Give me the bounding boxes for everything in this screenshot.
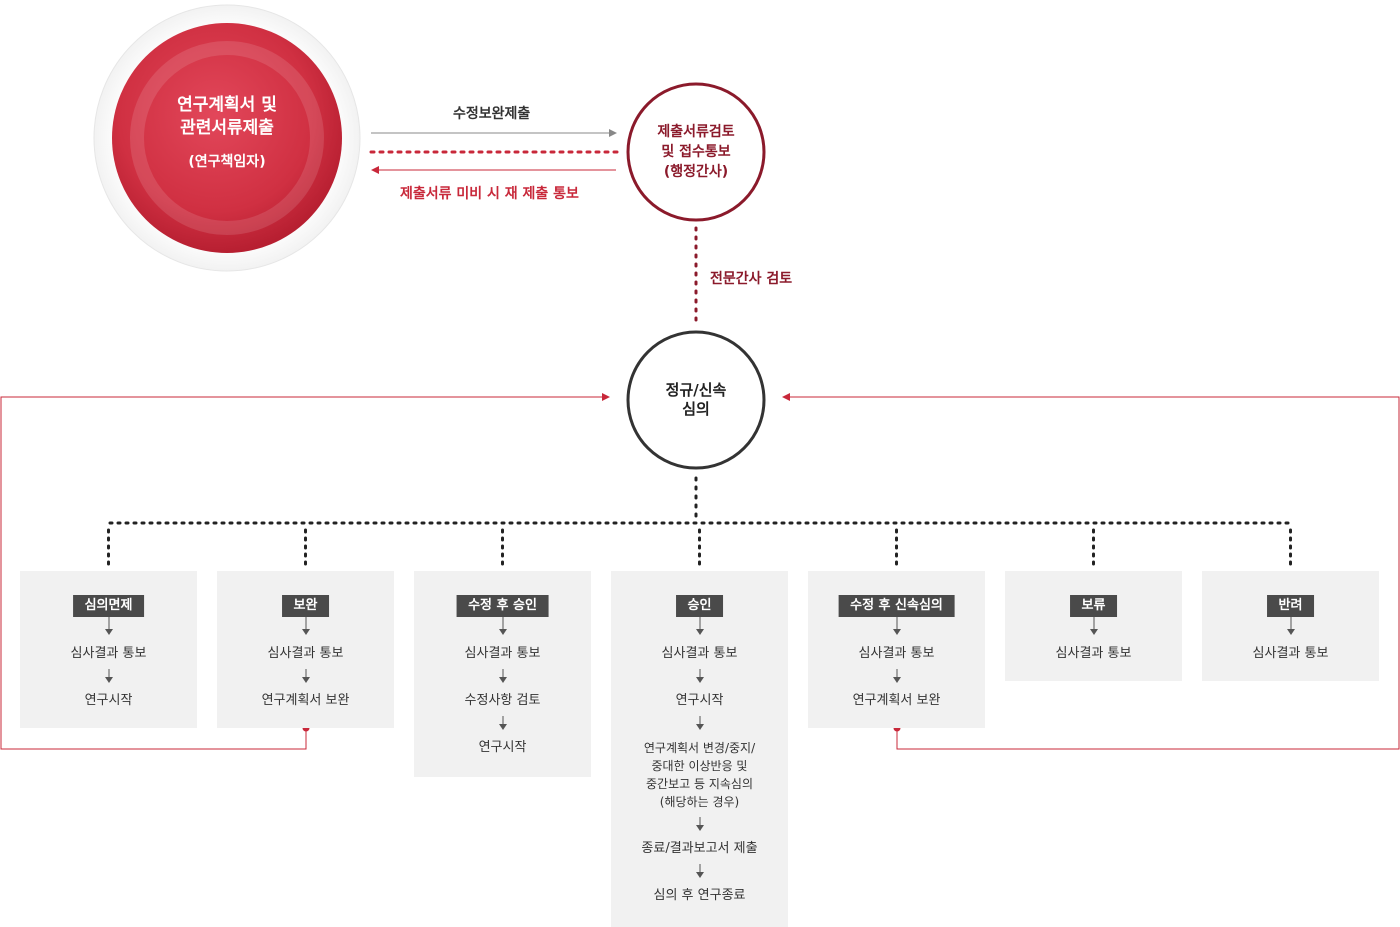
applicant-line2: 관련서류제출 [180, 118, 274, 138]
outcome-step: 심사결과 통보 [414, 645, 591, 663]
outcome-step-line: 심의 후 연구종료 [653, 888, 746, 903]
outcome-step-line: 심사결과 통보 [1252, 646, 1329, 661]
left-feedback-arrowhead [602, 393, 610, 401]
outcome-step-line: 연구계획서 보완 [261, 693, 350, 708]
outcome-step-line: 연구시작 [478, 740, 527, 755]
outcome-step-line: 중대한 이상반응 및 [651, 759, 748, 773]
outcome-title-badge: 수정 후 신속심의 [838, 595, 955, 617]
outcome-step: 종료/결과보고서 제출 [611, 840, 788, 858]
outcome-step: 수정사항 검토 [414, 692, 591, 710]
outcome-step-line: 심사결과 통보 [464, 646, 541, 661]
expert-review-label: 전문간사 검토 [710, 271, 793, 287]
outcome-title-badge: 보완 [281, 595, 330, 617]
right-feedback-arrowhead [782, 393, 790, 401]
outcome-title-badge: 심의면제 [72, 595, 145, 617]
missing-docs-label: 제출서류 미비 시 재 제출 통보 [400, 186, 579, 202]
left-feedback-loop [0, 396, 604, 750]
applicant-inner-ring [130, 41, 324, 235]
outcome-step-line: 심사결과 통보 [1055, 646, 1132, 661]
outcome-step-line: 심사결과 통보 [858, 646, 935, 661]
admin-line2: 및 접수통보 [661, 144, 731, 160]
outcome-step-line: 중간보고 등 지속심의 [646, 777, 753, 791]
outcome-step-line: 심사결과 통보 [70, 646, 147, 661]
outcome-title-badge: 반려 [1266, 595, 1315, 617]
outcome-step: 심사결과 통보 [1005, 645, 1182, 663]
outcome-step: 연구시작 [414, 739, 591, 757]
outcome-step: 심사결과 통보 [217, 645, 394, 663]
resubmit-arrowhead [609, 129, 617, 137]
missing-docs-arrowhead [371, 166, 379, 174]
outcome-step-line: (해당하는 경우) [659, 795, 740, 809]
outcome-step: 심사결과 통보 [611, 645, 788, 663]
outcome-step-line: 종료/결과보고서 제출 [641, 841, 758, 856]
outcome-title-badge: 보류 [1069, 595, 1118, 617]
review-line1: 정규/신속 [665, 381, 727, 399]
outcome-title-badge: 수정 후 승인 [456, 595, 549, 617]
outcome-step: 심사결과 통보 [808, 645, 985, 663]
outcome-step-line: 심사결과 통보 [267, 646, 344, 661]
outcome-step-line: 연구시작 [675, 693, 724, 708]
review-circle [626, 330, 766, 470]
outcome-step: 연구시작 [611, 692, 788, 710]
outcome-step: 연구계획서 보완 [217, 692, 394, 710]
admin-node: 제출서류검토 및 접수통보 (행정간사) [626, 122, 766, 182]
resubmit-label: 수정보완제출 [453, 106, 531, 122]
admin-role: (행정간사) [663, 164, 729, 180]
outcome-step: 연구시작 [20, 692, 197, 710]
outcome-drop-lines [107, 528, 1292, 567]
outcome-step-line: 심사결과 통보 [661, 646, 738, 661]
outcome-step: 심사결과 통보 [1202, 645, 1379, 663]
review-node: 정규/신속 심의 [626, 381, 766, 419]
review-line2: 심의 [682, 400, 710, 418]
outcome-step-line: 수정사항 검토 [464, 693, 541, 708]
applicant-circle [112, 23, 342, 253]
right-feedback-loop [788, 396, 1400, 750]
applicant-role: (연구책임자) [188, 154, 266, 170]
outcome-step-line: 연구계획서 보완 [852, 693, 941, 708]
applicant-line1: 연구계획서 및 [177, 95, 277, 115]
outcome-step-line: 연구시작 [84, 693, 133, 708]
outcome-step: 심의 후 연구종료 [611, 887, 788, 905]
admin-line1: 제출서류검토 [657, 124, 735, 140]
admin-circle [626, 82, 766, 222]
applicant-node: 연구계획서 및 관련서류제출 (연구책임자) [127, 94, 327, 172]
outcome-step-line: 연구계획서 변경/중지/ [643, 741, 756, 755]
outcome-step: 심사결과 통보 [20, 645, 197, 663]
outcome-title-badge: 승인 [675, 595, 724, 617]
outcome-step: 연구계획서 보완 [808, 692, 985, 710]
